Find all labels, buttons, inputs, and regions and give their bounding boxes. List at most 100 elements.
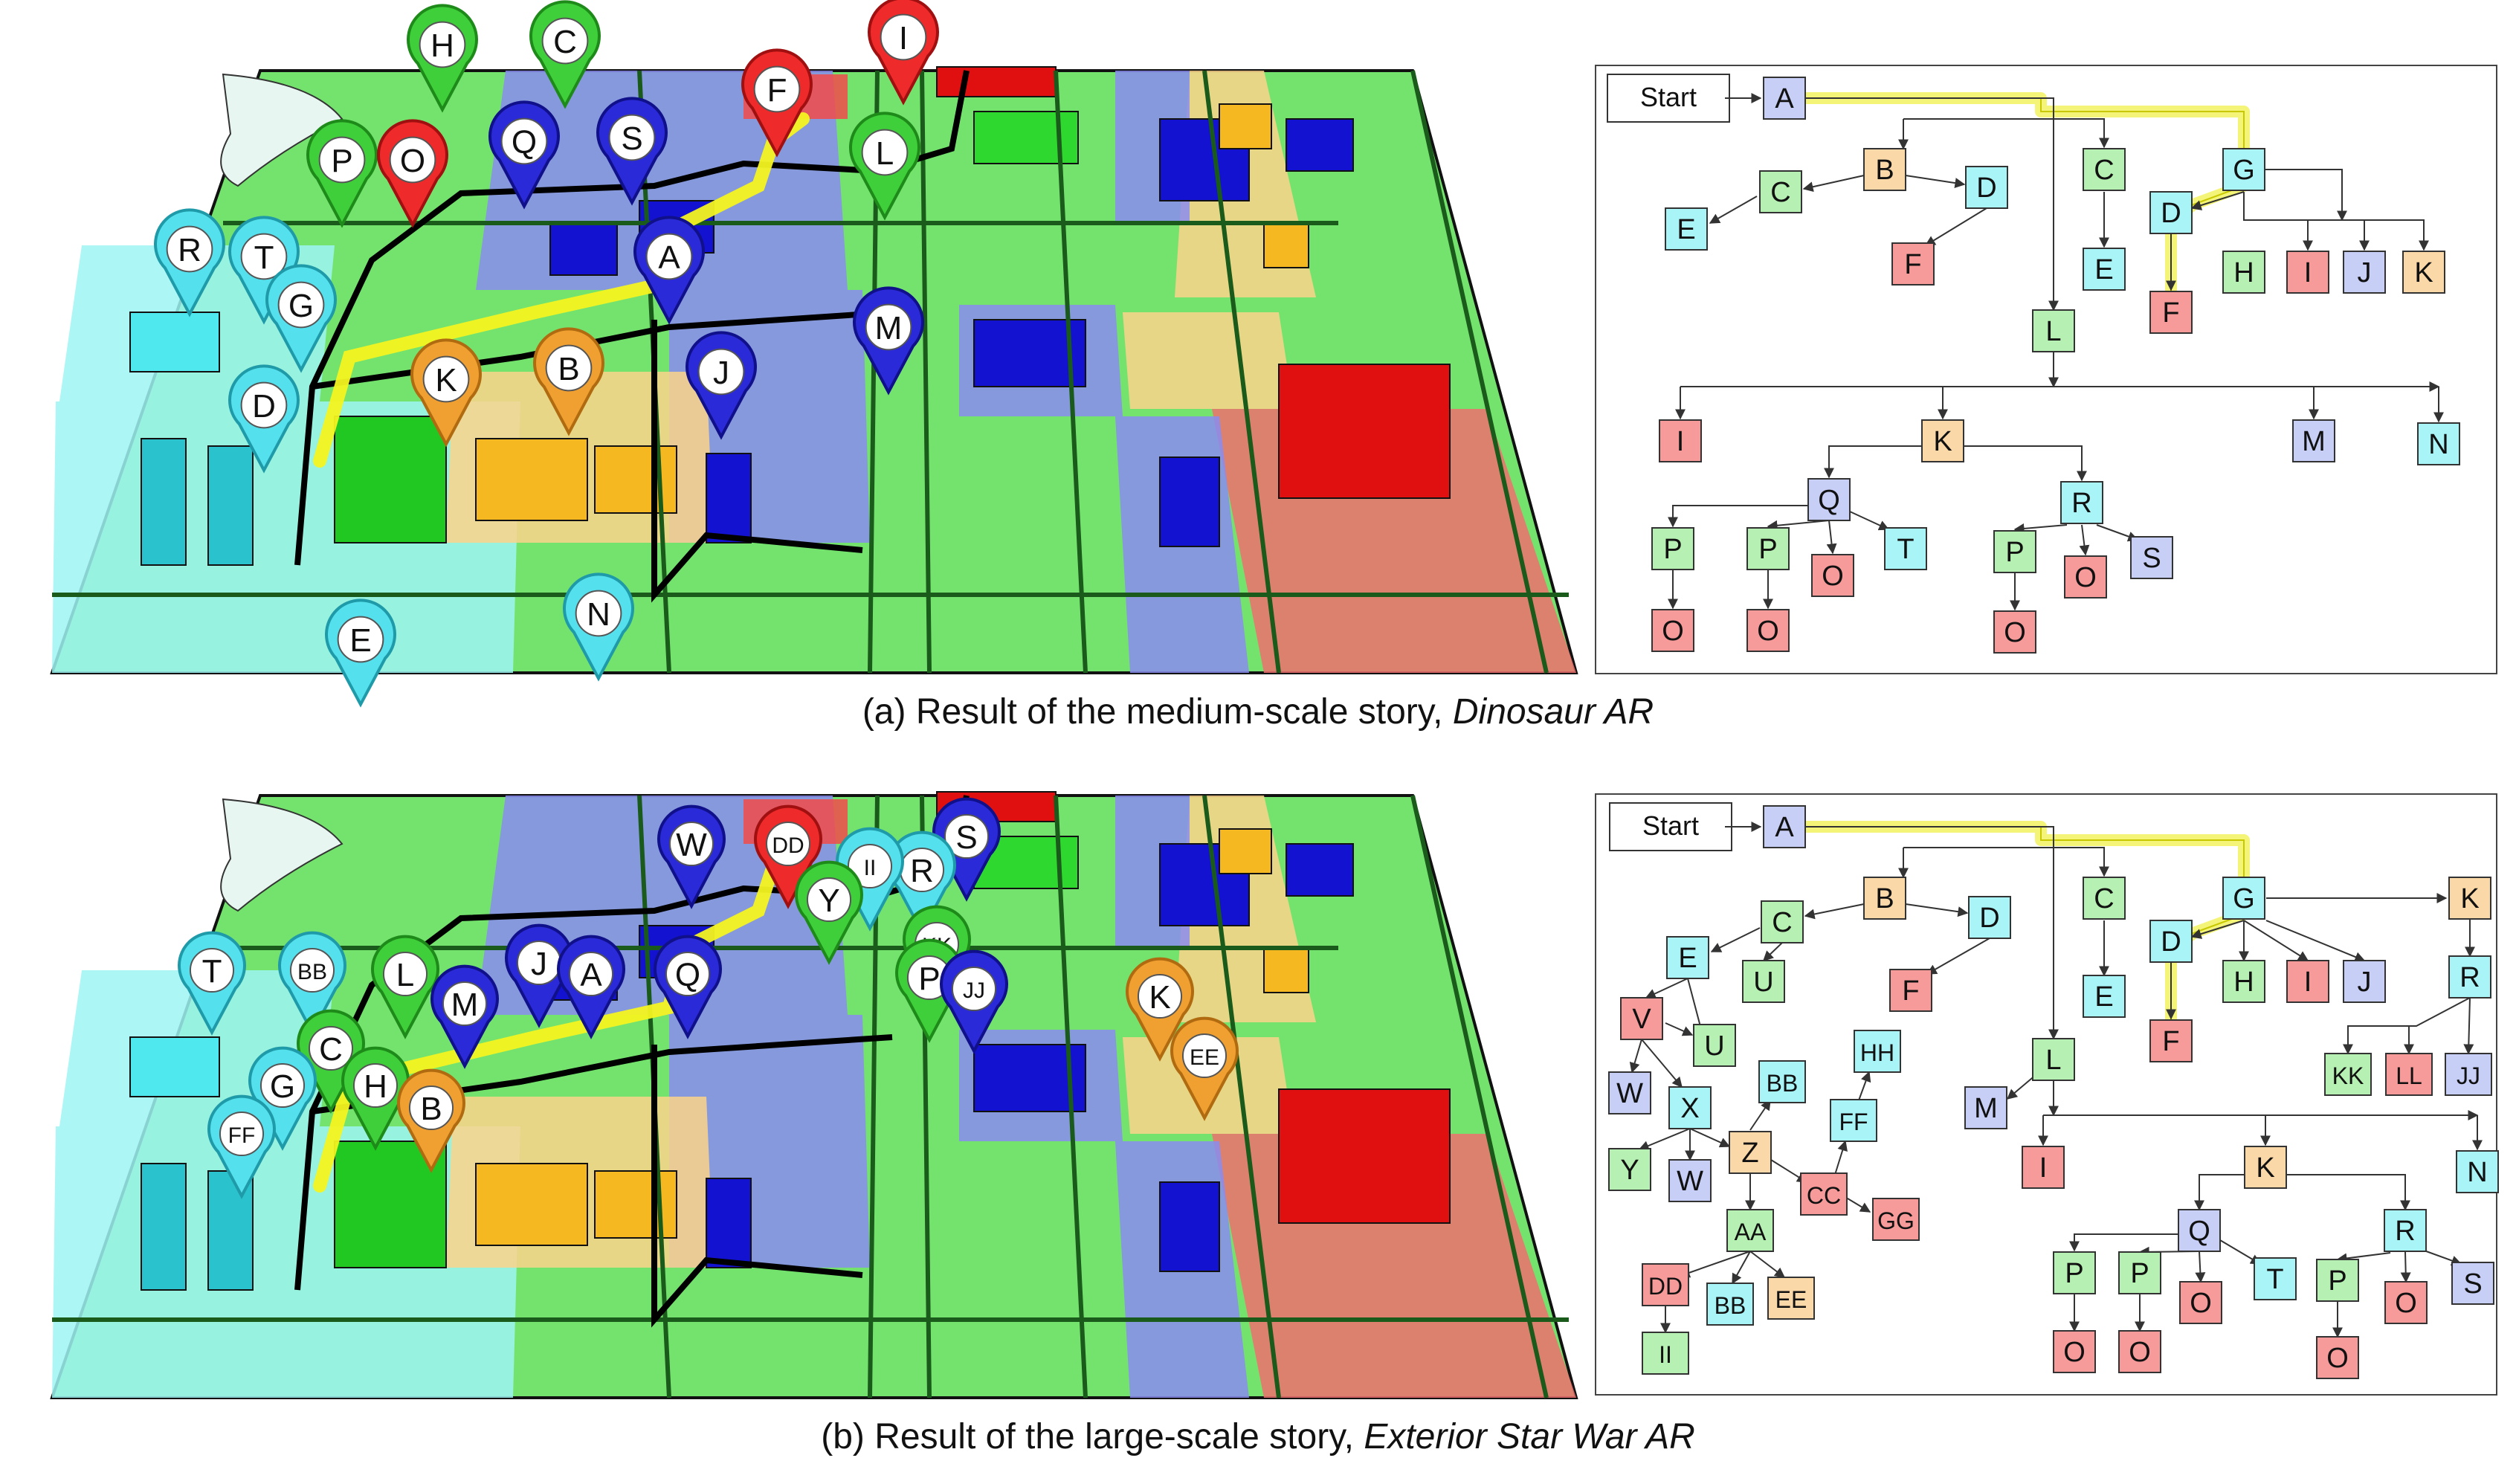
building bbox=[1219, 828, 1272, 874]
tree-node-label: LL bbox=[2396, 1062, 2422, 1089]
tree-node-box bbox=[1642, 1263, 1689, 1306]
tree-node-b: B bbox=[1863, 148, 1906, 191]
tree-node-label: U bbox=[1753, 967, 1773, 998]
tree-node-q: Q bbox=[1807, 478, 1851, 521]
caption-a-prefix: (a) Result of the medium-scale story, bbox=[862, 692, 1453, 732]
pin-label: BB bbox=[297, 960, 327, 984]
map-pin-a: A bbox=[557, 935, 625, 1039]
tree-node-label: L bbox=[2045, 316, 2061, 347]
tree-node-a: A bbox=[1763, 805, 1806, 848]
building bbox=[475, 1163, 588, 1246]
pin-label-disc bbox=[608, 114, 656, 161]
tree-node-box bbox=[2179, 1281, 2222, 1324]
tree-node-box bbox=[1608, 1071, 1651, 1114]
pin-label-disc bbox=[419, 21, 466, 68]
map-pin-k: K bbox=[410, 338, 482, 448]
tree-node-label: P bbox=[1663, 534, 1682, 565]
tree-node-c: C bbox=[1759, 170, 1802, 213]
pin-label: II bbox=[864, 856, 877, 880]
tree-node-box bbox=[2384, 1281, 2428, 1324]
pin-label: D bbox=[252, 388, 276, 425]
building bbox=[129, 312, 220, 372]
pin-label: S bbox=[621, 120, 642, 157]
tree-node-box bbox=[2286, 251, 2329, 294]
tree-node-label: I bbox=[2039, 1152, 2048, 1184]
caption-b: (b) Result of the large-scale story, Ext… bbox=[0, 1416, 2516, 1457]
map-zone bbox=[1123, 312, 1294, 409]
building bbox=[1278, 364, 1451, 499]
tree-node-o2: O bbox=[2118, 1330, 2161, 1373]
building bbox=[594, 1170, 677, 1239]
map-pin-f: F bbox=[741, 48, 813, 158]
tree-node-e2: E bbox=[2083, 248, 2126, 291]
tree-edge bbox=[1802, 175, 1865, 193]
pin-label-disc bbox=[865, 303, 912, 351]
tree-node-box bbox=[2417, 422, 2460, 465]
pin-label: Q bbox=[512, 124, 537, 161]
tree-node-box bbox=[1965, 166, 2008, 209]
tree-node-label: C bbox=[1770, 177, 1790, 208]
tree-node-f: F bbox=[1891, 242, 1935, 285]
tree-node-box bbox=[2178, 1209, 2221, 1252]
map-pin-d: D bbox=[228, 364, 300, 474]
tree-node-label: K bbox=[1933, 426, 1952, 457]
pin-label-disc bbox=[389, 136, 436, 184]
tree-node-label: J bbox=[2358, 967, 2372, 998]
tree-edge bbox=[2079, 524, 2090, 556]
building bbox=[1286, 843, 1354, 897]
tree-node-w: W bbox=[1608, 1071, 1651, 1114]
tree-node-o3: O bbox=[2179, 1281, 2222, 1324]
tree-edge bbox=[1645, 978, 1688, 999]
tree-node-bb: BB bbox=[1758, 1060, 1806, 1103]
tree-node-h: H bbox=[2222, 960, 2265, 1003]
map-pin-n: N bbox=[563, 572, 634, 682]
tree-node-label: R bbox=[2071, 488, 2091, 519]
pin-label: A bbox=[658, 239, 680, 276]
tree-node-t: T bbox=[1884, 527, 1927, 570]
tree-node-o4: O bbox=[1746, 609, 1790, 652]
pin-label: H bbox=[364, 1068, 387, 1105]
tree-node-box bbox=[1921, 419, 1964, 462]
tree-edge bbox=[2265, 920, 2366, 962]
pin-label: G bbox=[270, 1068, 295, 1105]
tree-edge bbox=[2244, 169, 2347, 222]
tree-node-dd: DD bbox=[1642, 1263, 1689, 1306]
tree-node-box bbox=[1763, 805, 1806, 848]
pin-label-disc bbox=[422, 355, 470, 403]
tree-node-label: H bbox=[2233, 257, 2254, 288]
tree-edge bbox=[1805, 97, 2059, 312]
tree-edge bbox=[1805, 826, 2059, 1040]
tree-edge bbox=[1668, 505, 1808, 528]
tree-node-f: F bbox=[1889, 969, 1932, 1012]
tree-node-n: N bbox=[2456, 1150, 2499, 1193]
map-pin-r: R bbox=[154, 208, 225, 317]
map-pin-w: W bbox=[657, 804, 726, 909]
tree-node-label: T bbox=[1897, 534, 1914, 565]
tree-node-label: P bbox=[2065, 1258, 2083, 1289]
tree-node-box bbox=[2402, 251, 2445, 294]
pin-label-disc bbox=[951, 966, 997, 1012]
start-label: Start bbox=[1642, 810, 1699, 841]
tree-node-label: S bbox=[2142, 543, 2161, 574]
tree-node-x: X bbox=[1668, 1086, 1712, 1129]
tree-node-b: B bbox=[1863, 877, 1906, 920]
tree-frame bbox=[1595, 65, 2497, 674]
tree-node-r: R bbox=[2448, 955, 2491, 999]
tree-node-label: N bbox=[2428, 429, 2448, 460]
tree-node-box bbox=[2149, 291, 2193, 334]
tree-edge bbox=[1665, 1022, 1694, 1036]
pin-label-disc bbox=[765, 821, 811, 867]
road bbox=[1202, 795, 1281, 1398]
tree-node-p2: P bbox=[1746, 527, 1790, 570]
tree-node-box bbox=[2149, 191, 2193, 234]
tree-node-label: O bbox=[2326, 1343, 2349, 1374]
tree-edge bbox=[1849, 511, 1890, 531]
pin-label-disc bbox=[668, 821, 715, 867]
building bbox=[1219, 103, 1272, 149]
pin-label: J bbox=[531, 946, 547, 982]
lake bbox=[220, 73, 343, 187]
pin-label: N bbox=[587, 596, 610, 633]
pin-label-disc bbox=[318, 136, 366, 184]
tree-node-box bbox=[2060, 481, 2103, 524]
